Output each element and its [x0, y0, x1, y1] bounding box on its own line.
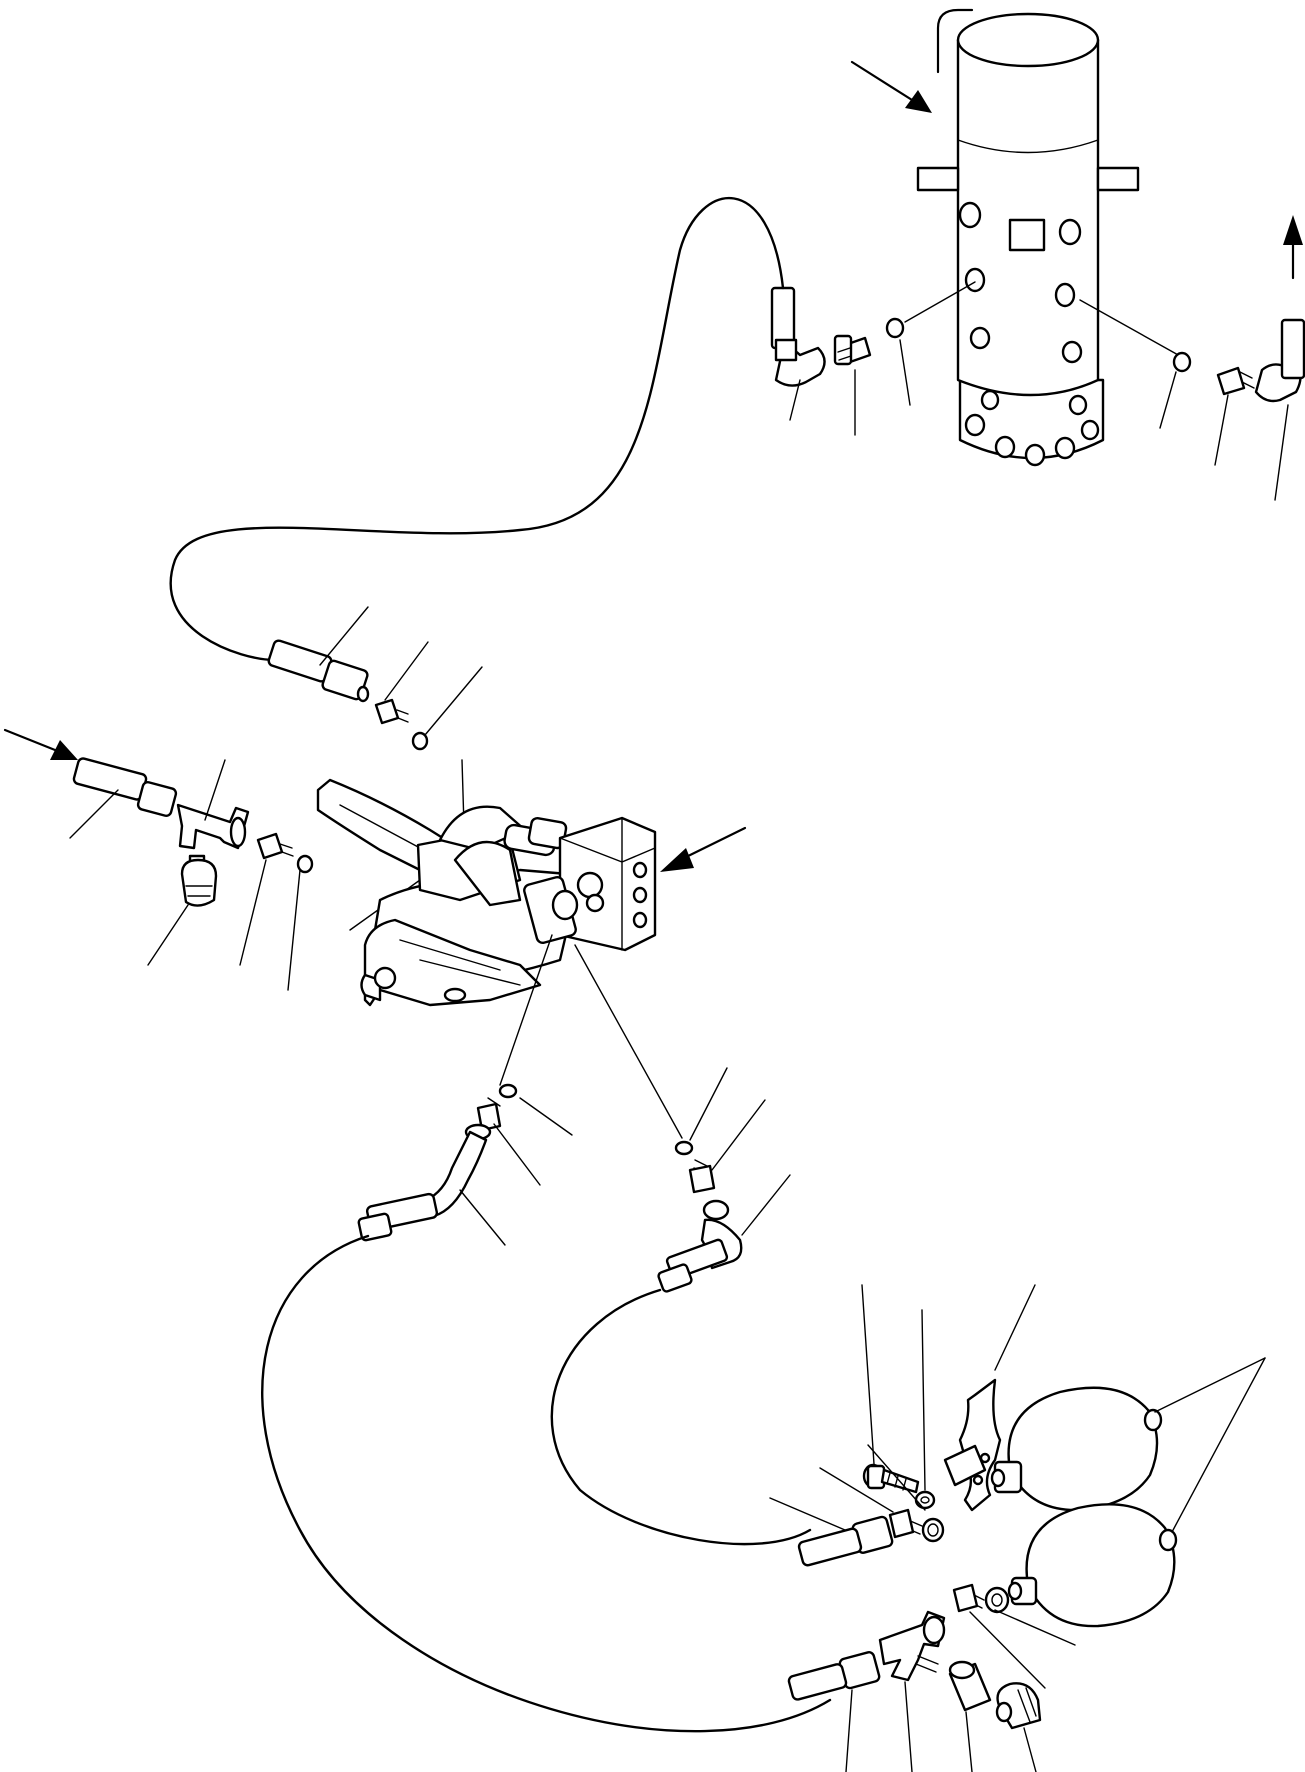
leader-valve-port-a — [499, 934, 553, 1086]
leader-9 — [424, 666, 483, 736]
hose-valve-to-upper-accumulator — [550, 1288, 812, 1546]
leader-22 — [921, 1309, 926, 1491]
arrow-inlet-left — [3, 728, 78, 760]
leader-12 — [147, 904, 189, 966]
leader-7 — [319, 606, 369, 666]
leader-26 — [867, 1444, 926, 1511]
valve-upper-fittings — [267, 639, 429, 751]
leader-1 — [789, 379, 801, 421]
leader-28 — [769, 1497, 846, 1531]
leader-20 — [741, 1174, 791, 1236]
leader-6 — [1274, 404, 1289, 501]
arrow-swivel-joint — [850, 60, 932, 113]
bracket — [943, 1378, 1002, 1512]
leader-14 — [287, 869, 301, 991]
leader-11 — [204, 759, 226, 821]
leader-swivel-left-port — [904, 281, 976, 323]
leader-24 — [1154, 1357, 1266, 1413]
leader-19 — [711, 1099, 766, 1171]
leader-valve-port-b — [574, 944, 683, 1139]
leader-15 — [519, 1097, 573, 1136]
leader-4 — [1159, 371, 1177, 429]
leader-17 — [459, 1189, 506, 1246]
leader-27 — [819, 1467, 894, 1513]
lower-right-fittings — [657, 1140, 743, 1293]
leader-32 — [904, 1681, 913, 1772]
swivel-left-fittings — [770, 286, 905, 387]
swivel-right-fittings — [1172, 318, 1305, 403]
leader-5 — [1214, 394, 1229, 466]
leader-16 — [493, 1123, 541, 1186]
leader-swivel-right-port — [1079, 299, 1181, 357]
leader-8 — [384, 641, 429, 701]
leader-31 — [845, 1689, 853, 1772]
leader-25 — [1171, 1357, 1266, 1533]
leader-33 — [965, 1711, 973, 1772]
accumulator-upper — [990, 1386, 1163, 1512]
hose-swivel-to-valve — [169, 196, 785, 662]
leader-18 — [689, 1067, 728, 1141]
swivel-joint — [916, 8, 1140, 467]
leader-23 — [994, 1284, 1036, 1371]
leader-3 — [899, 339, 911, 406]
leader-21 — [861, 1284, 875, 1465]
arrow-valve — [660, 826, 747, 872]
leader-13 — [239, 859, 267, 966]
lower-accumulator-fittings — [787, 1583, 1042, 1730]
arrow-up-outlet — [1283, 215, 1303, 280]
upper-accumulator-fittings — [797, 1508, 945, 1567]
leader-29 — [994, 1609, 1076, 1646]
hose-valve-to-lower-tee — [261, 1234, 832, 1733]
left-inlet-fittings — [72, 757, 314, 907]
accumulator-lower — [1007, 1503, 1178, 1628]
leader-34 — [1023, 1727, 1037, 1772]
leader-10 — [69, 789, 119, 839]
brake-valve — [316, 778, 657, 1007]
leader-30 — [969, 1611, 1046, 1689]
lower-left-fittings — [357, 1083, 518, 1242]
